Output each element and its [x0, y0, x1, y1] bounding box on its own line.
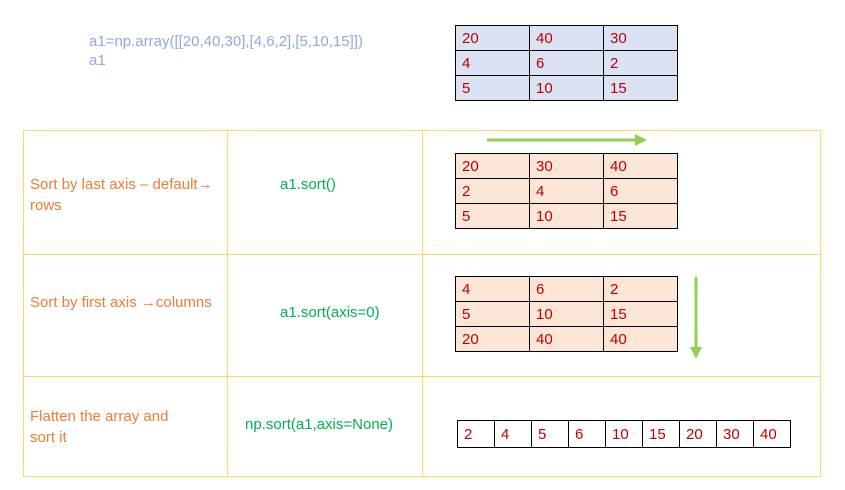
flat-cell: 15 [642, 420, 680, 448]
matrix-cell: 4 [455, 276, 530, 302]
matrix-cell: 4 [455, 50, 530, 76]
matrix-cell: 40 [603, 153, 678, 179]
row3-code: np.sort(a1,axis=None) [245, 416, 393, 433]
right-arrow-icon [487, 134, 647, 146]
matrix-row: 4 6 2 [455, 276, 678, 302]
grid-line [422, 130, 423, 477]
matrix-cell: 10 [529, 203, 604, 229]
row2-description: Sort by first axis →columns [30, 292, 212, 313]
matrix-cell: 2 [455, 178, 530, 204]
flat-cell: 30 [716, 420, 754, 448]
row3-desc-line1: Flatten the array and [30, 408, 169, 425]
matrix-row: 20 30 40 [455, 153, 678, 179]
grid-line [23, 130, 24, 477]
matrix-cell: 20 [455, 153, 530, 179]
matrix-cell: 4 [529, 178, 604, 204]
matrix-cell: 5 [455, 203, 530, 229]
matrix-cell: 10 [529, 75, 604, 101]
flat-cell: 20 [679, 420, 717, 448]
row3-desc-line2: sort it [30, 429, 67, 446]
header-code-line1: a1=np.array([[20,40,30],[4,6,2],[5,10,15… [89, 33, 363, 50]
row1-desc-line1: Sort by last axis – default→ [30, 176, 213, 193]
matrix-cell: 2 [603, 276, 678, 302]
matrix-cell: 6 [529, 50, 604, 76]
matrix-row: 5 10 15 [455, 75, 678, 101]
sort-table [23, 130, 821, 477]
matrix-cell: 30 [603, 25, 678, 51]
matrix-row: 5 10 15 [455, 203, 678, 229]
matrix-cell: 15 [603, 203, 678, 229]
flat-array: 2 4 5 6 10 15 20 30 40 [457, 420, 791, 448]
matrix-row: 20 40 30 [455, 25, 678, 51]
flat-cell: 4 [494, 420, 532, 448]
down-arrow-icon [690, 277, 702, 359]
matrix-cell: 20 [455, 25, 530, 51]
flat-cell: 5 [531, 420, 569, 448]
row2-desc-line1: Sort by first axis →columns [30, 294, 212, 311]
row1-code: a1.sort() [280, 176, 336, 193]
matrix-cell: 20 [455, 326, 530, 352]
row1-matrix: 20 30 40 2 4 6 5 10 15 [455, 153, 678, 229]
flat-array-row: 2 4 5 6 10 15 20 30 40 [457, 420, 791, 448]
original-matrix: 20 40 30 4 6 2 5 10 15 [455, 25, 678, 101]
matrix-cell: 15 [603, 301, 678, 327]
matrix-row: 2 4 6 [455, 178, 678, 204]
matrix-cell: 5 [455, 75, 530, 101]
matrix-cell: 6 [529, 276, 604, 302]
matrix-row: 4 6 2 [455, 50, 678, 76]
matrix-cell: 15 [603, 75, 678, 101]
flat-cell: 40 [753, 420, 791, 448]
matrix-cell: 5 [455, 301, 530, 327]
row2-matrix: 4 6 2 5 10 15 20 40 40 [455, 276, 678, 352]
row1-desc-line2: rows [30, 197, 62, 214]
grid-line [227, 130, 228, 477]
flat-cell: 2 [457, 420, 495, 448]
header-code: a1=np.array([[20,40,30],[4,6,2],[5,10,15… [89, 32, 363, 70]
grid-line [820, 130, 821, 477]
row1-description: Sort by last axis – default→ rows [30, 174, 213, 216]
row3-description: Flatten the array and sort it [30, 406, 168, 448]
matrix-cell: 30 [529, 153, 604, 179]
matrix-cell: 40 [529, 326, 604, 352]
matrix-cell: 40 [529, 25, 604, 51]
row2-code: a1.sort(axis=0) [280, 304, 380, 321]
matrix-row: 20 40 40 [455, 326, 678, 352]
header-code-line2: a1 [89, 52, 106, 69]
matrix-cell: 2 [603, 50, 678, 76]
flat-cell: 10 [605, 420, 643, 448]
matrix-cell: 6 [603, 178, 678, 204]
matrix-cell: 10 [529, 301, 604, 327]
matrix-cell: 40 [603, 326, 678, 352]
matrix-row: 5 10 15 [455, 301, 678, 327]
flat-cell: 6 [568, 420, 606, 448]
